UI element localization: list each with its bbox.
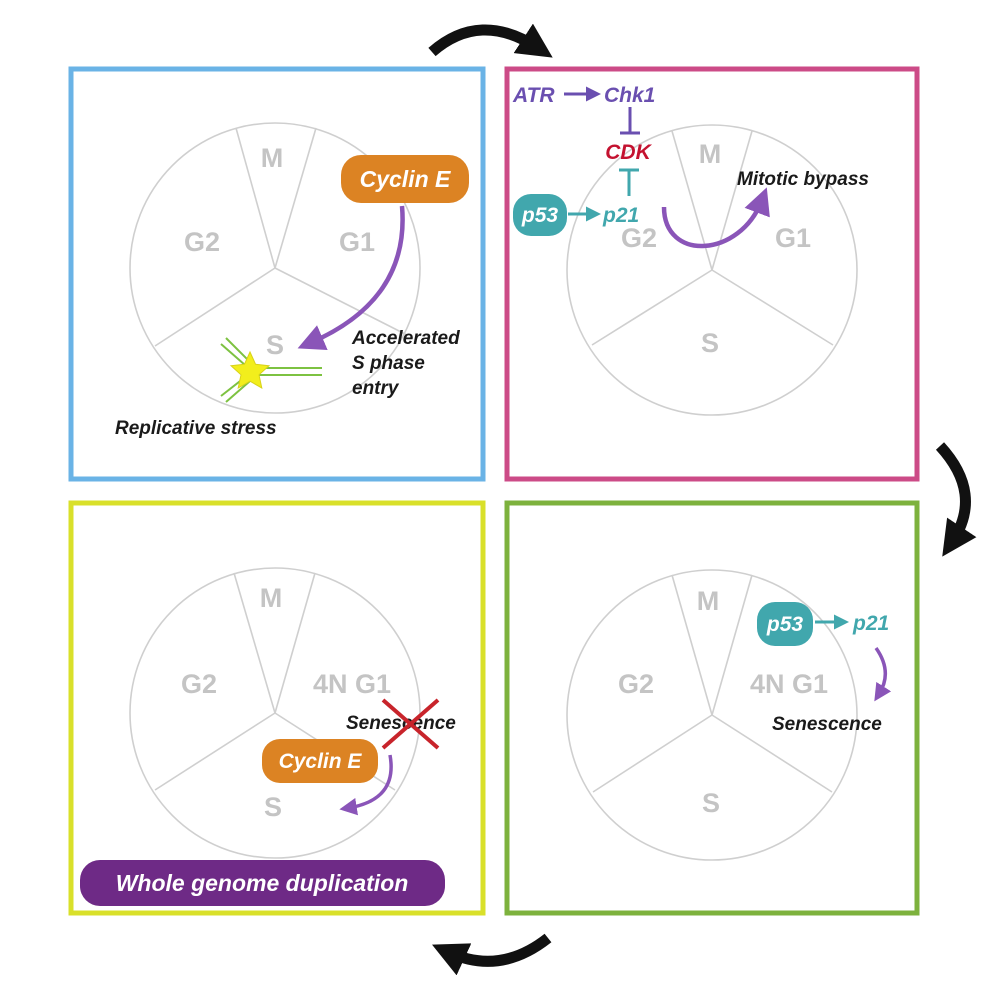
p21-label: p21 [602, 204, 639, 227]
cyclin-e-label: Cyclin E [279, 750, 363, 773]
cycle-arrow-icon [935, 442, 977, 557]
accelerated-line-2: S phase [352, 353, 425, 374]
cyclin-e-label: Cyclin E [360, 166, 451, 192]
senescence-label: Senescence [346, 713, 456, 734]
panel-senescence: M 4N G1 G2 S p53 p21 Senescence [504, 500, 920, 916]
inhibit-icon [619, 168, 639, 196]
curved-arrow-icon [339, 754, 393, 816]
phase-label-g2: G2 [618, 669, 654, 699]
curved-arrow-icon [874, 646, 892, 702]
cycle-arrow-icon [428, 23, 553, 58]
cyclin-e-pill [341, 155, 469, 203]
p21-label: p21 [852, 612, 889, 635]
p53-label: p53 [766, 613, 804, 636]
phase-label-m: M [697, 586, 720, 616]
phase-label-g2: G2 [181, 669, 217, 699]
phase-label-g2: G2 [621, 223, 657, 253]
p53-pill [513, 194, 567, 236]
phase-label-s: S [266, 330, 284, 360]
panel-border [504, 66, 920, 482]
p53-label: p53 [521, 204, 559, 227]
panel-border [68, 500, 486, 916]
phase-label-s: S [701, 328, 719, 358]
panel-whole-genome-duplication: M 4N G1 G2 S Senescence Cyclin E Whole g… [68, 500, 486, 916]
senescence-label: Senescence [772, 714, 882, 735]
phase-label-g1: 4N G1 [313, 669, 391, 699]
accelerated-line-1: Accelerated [351, 328, 460, 349]
wgd-pill [80, 860, 445, 906]
phase-label-g1: G1 [339, 227, 375, 257]
mitotic-bypass-label: Mitotic bypass [737, 169, 869, 190]
phase-label-g1: 4N G1 [750, 669, 828, 699]
panel-accelerated-s-phase: M G1 G2 S Cyclin E Accelerated S phase e… [68, 66, 486, 482]
phase-label-s: S [702, 788, 720, 818]
cyclin-e-pill [262, 739, 378, 783]
cell-cycle-wheel [566, 569, 858, 861]
x-cross-icon [381, 698, 440, 750]
curved-arrow-icon [661, 187, 770, 249]
p53-pill [757, 602, 813, 646]
phase-label-m: M [261, 143, 284, 173]
cycle-arrow-icon [432, 933, 552, 976]
cdk-label: CDK [605, 141, 652, 164]
wgd-label: Whole genome duplication [116, 870, 409, 896]
phase-label-g1: G1 [775, 223, 811, 253]
phase-label-m: M [260, 583, 283, 613]
replicative-stress-label: Replicative stress [115, 418, 277, 439]
cell-cycle-wheel [129, 122, 421, 414]
panel-mitotic-bypass: M G1 G2 S ATR Chk1 CDK p53 p21 Mitotic b… [504, 66, 920, 482]
phase-label-s: S [264, 792, 282, 822]
inhibit-icon [620, 107, 640, 135]
phase-label-g2: G2 [184, 227, 220, 257]
atr-label: ATR [512, 84, 555, 107]
panel-border [504, 500, 920, 916]
phase-label-m: M [699, 139, 722, 169]
accelerated-line-3: entry [352, 378, 400, 399]
panel-border [68, 66, 486, 482]
star-icon [229, 350, 271, 389]
chk1-label: Chk1 [604, 84, 655, 107]
curved-arrow-icon [297, 205, 405, 351]
